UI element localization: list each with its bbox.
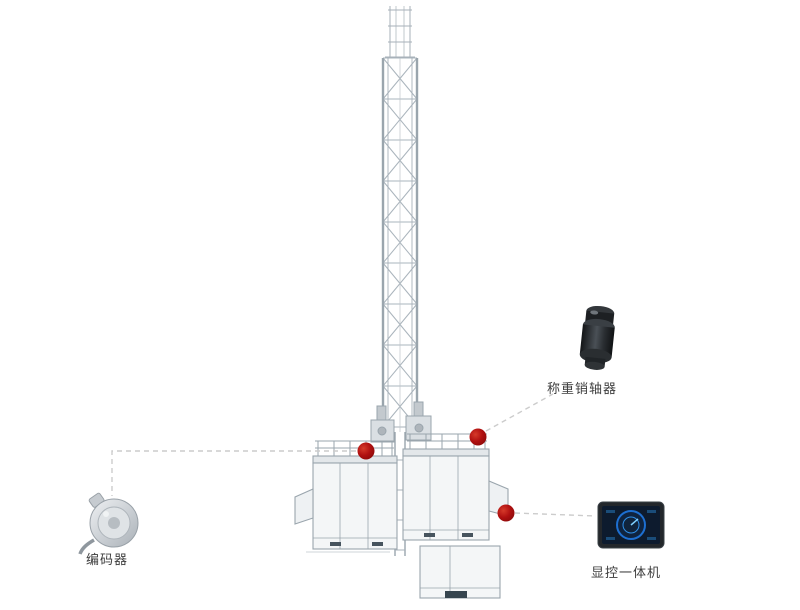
sensor-markers [357,428,515,522]
load-pin-label: 称重销轴器 [546,382,617,397]
encoder-callout-line [111,450,356,496]
mast-tower [381,6,419,556]
display-label: 显控一体机 [590,566,661,581]
display-gauge-needle [630,518,639,526]
load-pin-marker-dot [469,428,487,446]
mast-top-section [385,6,415,58]
mast-chords [381,58,419,432]
load-pin-device-image [579,305,615,370]
right-cage [402,433,509,599]
encoder-label: 编码器 [85,553,128,568]
right-cage-lower-panel [419,545,501,599]
load-pin-callout-line [485,393,554,432]
encoder-cable [78,538,95,555]
encoder-marker-dot [357,442,375,460]
left-cage-railing [315,440,394,457]
load-pin-highlight [590,310,599,315]
display-callout-line [514,512,597,517]
encoder-device-image [78,492,139,555]
display-device-image [597,501,665,549]
left-cage [294,440,398,553]
display-marker-dot [497,504,515,522]
callout-lines [111,393,597,517]
roof-machinery [370,401,432,443]
